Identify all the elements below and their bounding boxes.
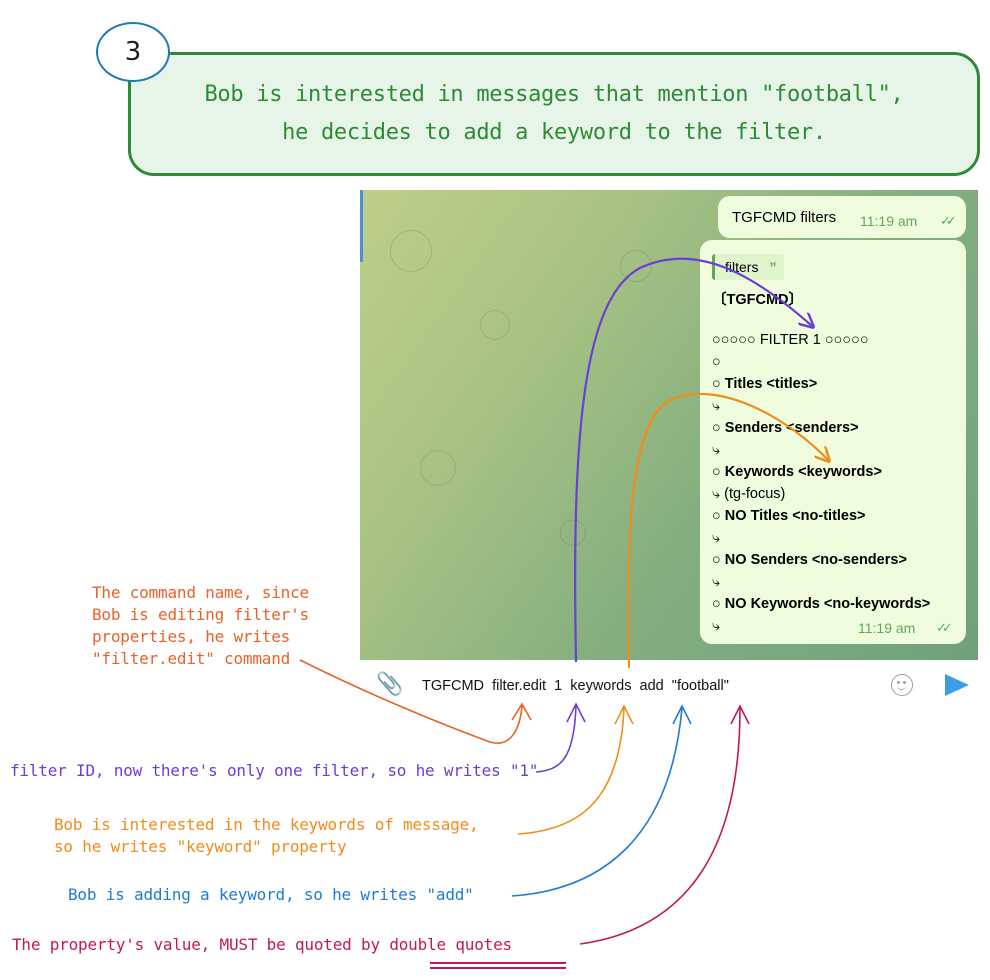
send-icon[interactable] (945, 674, 969, 696)
add-action-annotation: Bob is adding a keyword, so he writes "a… (68, 884, 474, 906)
doodle-pattern (480, 310, 510, 340)
annotation-line: "filter.edit" command (92, 649, 291, 668)
filter-id-arrow (535, 705, 577, 773)
paperclip-icon[interactable]: 📎 (376, 672, 404, 697)
reply-line: ○ NO Senders <no-senders> (712, 552, 907, 568)
command-name-annotation: The command name, since Bob is editing f… (92, 582, 309, 670)
reply-line: ○○○○○ FILTER 1 ○○○○○ (712, 332, 869, 348)
double-underline (430, 967, 566, 969)
reply-header: 〔TGFCMD〕 (712, 292, 804, 308)
reply-line: ⤷ (tg-focus) (712, 486, 786, 502)
annotation-line: properties, he writes (92, 627, 291, 646)
chat-history[interactable]: TGFCMD filters 11:19 am ✓✓ filters ” 〔TG… (360, 190, 978, 660)
step-number-badge: 3 (96, 22, 170, 82)
step-description-callout: Bob is interested in messages that menti… (128, 52, 980, 176)
annotation-line: The command name, since (92, 583, 309, 602)
reply-line: ⤷ (712, 574, 721, 590)
add-action-arrow (511, 707, 683, 897)
reply-line: ○ Keywords <keywords> (712, 464, 882, 480)
read-checkmarks-icon: ✓✓ (940, 213, 957, 228)
reply-line: ○ NO Keywords <no-keywords> (712, 596, 931, 612)
filter-id-annotation: filter ID, now there's only one filter, … (10, 760, 538, 782)
annotation-line: The property's value, MUST be quoted by … (12, 935, 512, 954)
double-underline (430, 962, 566, 964)
message-composer: 📎 TGFCMD filter.edit 1 keywords add "foo… (360, 660, 978, 712)
reply-line: ○ Titles <titles> (712, 376, 818, 392)
step-number: 3 (124, 37, 142, 67)
annotation-line: Bob is interested in the keywords of mes… (54, 815, 479, 834)
callout-line-1: Bob is interested in messages that menti… (204, 82, 904, 107)
reply-line: ○ NO Titles <no-titles> (712, 508, 866, 524)
sent-message-text: TGFCMD filters (732, 209, 837, 226)
filters-reply-bubble[interactable]: filters ” 〔TGFCMD〕 ○○○○○ FILTER 1 ○○○○○ … (700, 240, 966, 644)
reply-time: 11:19 am (858, 620, 916, 636)
doodle-pattern (420, 450, 456, 486)
reply-line: ○ (712, 354, 721, 370)
quote-icon: ” (769, 259, 777, 275)
doodle-pattern (390, 230, 432, 272)
doodle-pattern (620, 250, 652, 282)
quoted-message[interactable]: filters ” (712, 254, 785, 280)
annotation-line: Bob is adding a keyword, so he writes "a… (68, 885, 474, 904)
quoted-message-label: filters (725, 259, 759, 275)
message-input[interactable]: TGFCMD filter.edit 1 keywords add "footb… (422, 678, 729, 694)
reply-line: ⤷ (712, 398, 721, 414)
keyword-property-annotation: Bob is interested in the keywords of mes… (54, 814, 479, 858)
property-value-arrow (579, 707, 741, 945)
read-checkmarks-icon: ✓✓ (936, 620, 953, 635)
reply-line: ○ Senders <senders> (712, 420, 859, 436)
property-value-annotation: The property's value, MUST be quoted by … (12, 934, 512, 956)
annotation-line: Bob is editing filter's (92, 605, 309, 624)
scroll-indicator (360, 190, 363, 262)
doodle-pattern (560, 520, 586, 546)
annotation-line: filter ID, now there's only one filter, … (10, 761, 539, 780)
reply-line: ⤷ (712, 618, 721, 634)
smiley-icon[interactable] (891, 674, 913, 696)
annotation-line: so he writes "keyword" property (54, 837, 347, 856)
reply-line: ⤷ (712, 442, 721, 458)
sent-message-bubble[interactable]: TGFCMD filters 11:19 am ✓✓ (718, 196, 966, 238)
reply-line: ⤷ (712, 530, 721, 546)
sent-message-time: 11:19 am (860, 213, 918, 229)
callout-line-2: he decides to add a keyword to the filte… (282, 120, 826, 145)
